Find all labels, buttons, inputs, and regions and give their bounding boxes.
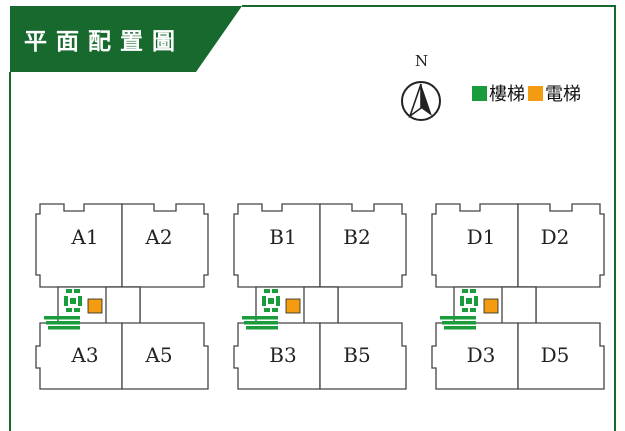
unit-outline [319, 322, 407, 390]
stairs-icon [242, 289, 280, 330]
unit-label: B1 [269, 225, 296, 249]
elevator-icon [483, 298, 499, 314]
stairs-icon [44, 289, 82, 330]
legend: 樓梯 電梯 [472, 80, 581, 106]
elevator-icon [87, 298, 103, 314]
compass-north-label: N [415, 52, 429, 70]
legend-label-elevator: 電梯 [545, 84, 581, 105]
unit-label: A2 [144, 225, 172, 249]
page-title: 平面配置圖 [24, 29, 184, 55]
unit-outline [517, 322, 605, 390]
legend-item-stairs: 樓梯 [472, 80, 525, 106]
unit-outline [121, 322, 209, 390]
unit-outline [517, 203, 605, 288]
legend-label-stairs: 樓梯 [489, 84, 525, 105]
unit-label: D3 [467, 343, 496, 367]
elevator-swatch [528, 85, 543, 101]
unit-label: D1 [467, 225, 496, 249]
unit-label: D2 [541, 225, 570, 249]
legend-item-elevator: 電梯 [528, 80, 581, 106]
unit-label: A3 [70, 343, 98, 367]
unit-outline [319, 203, 407, 288]
unit-label: A5 [144, 343, 172, 367]
stairs-swatch [472, 85, 487, 101]
unit-label: B3 [269, 343, 296, 367]
unit-label: B2 [343, 225, 370, 249]
unit-outline [121, 203, 209, 288]
unit-label: D5 [541, 343, 570, 367]
unit-label: A1 [70, 225, 98, 249]
compass-icon [401, 81, 441, 121]
stairs-icon [440, 289, 478, 330]
unit-label: B5 [343, 343, 370, 367]
elevator-icon [285, 298, 301, 314]
